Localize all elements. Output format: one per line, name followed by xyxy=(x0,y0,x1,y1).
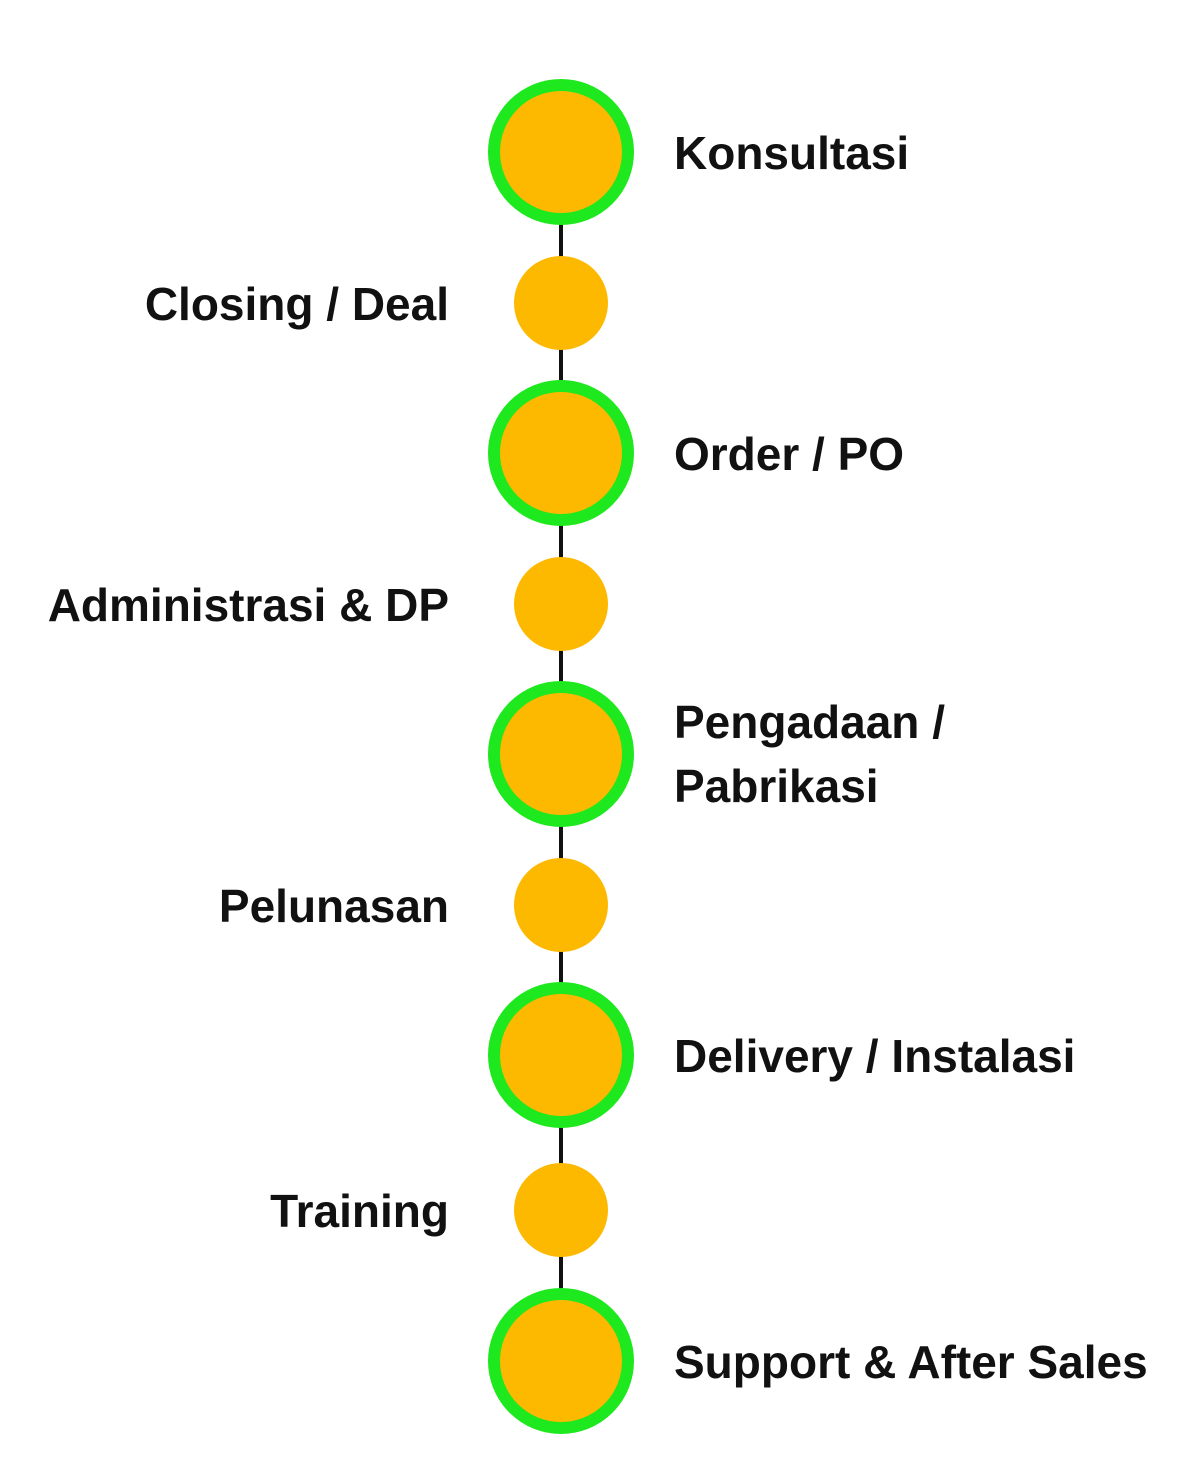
step-label-closing-deal: Closing / Deal xyxy=(144,278,449,330)
step-label-konsultasi: Konsultasi xyxy=(674,127,910,179)
step-label-pengadaan-pabrikasi: Pengadaan / Pabrikasi xyxy=(674,690,945,818)
step-label-order-po: Order / PO xyxy=(674,428,905,480)
step-node-major xyxy=(488,681,634,827)
step-label-training: Training xyxy=(270,1185,449,1237)
step-node-major xyxy=(488,380,634,526)
step-node-major xyxy=(488,79,634,225)
step-node-major xyxy=(488,982,634,1128)
connector-line xyxy=(559,340,563,400)
step-label-administrasi-dp: Administrasi & DP xyxy=(47,579,449,631)
step-node-minor xyxy=(514,858,608,952)
step-node-major xyxy=(488,1288,634,1434)
step-label-line: Pengadaan / xyxy=(674,696,945,748)
step-label-pelunasan: Pelunasan xyxy=(218,880,449,932)
step-node-minor xyxy=(514,256,608,350)
step-label-support-after-sales: Support & After Sales xyxy=(674,1336,1148,1388)
step-node-minor xyxy=(514,557,608,651)
step-label-line: Pabrikasi xyxy=(674,760,879,812)
step-label-delivery-instalasi: Delivery / Instalasi xyxy=(674,1030,1076,1082)
step-node-minor xyxy=(514,1163,608,1257)
